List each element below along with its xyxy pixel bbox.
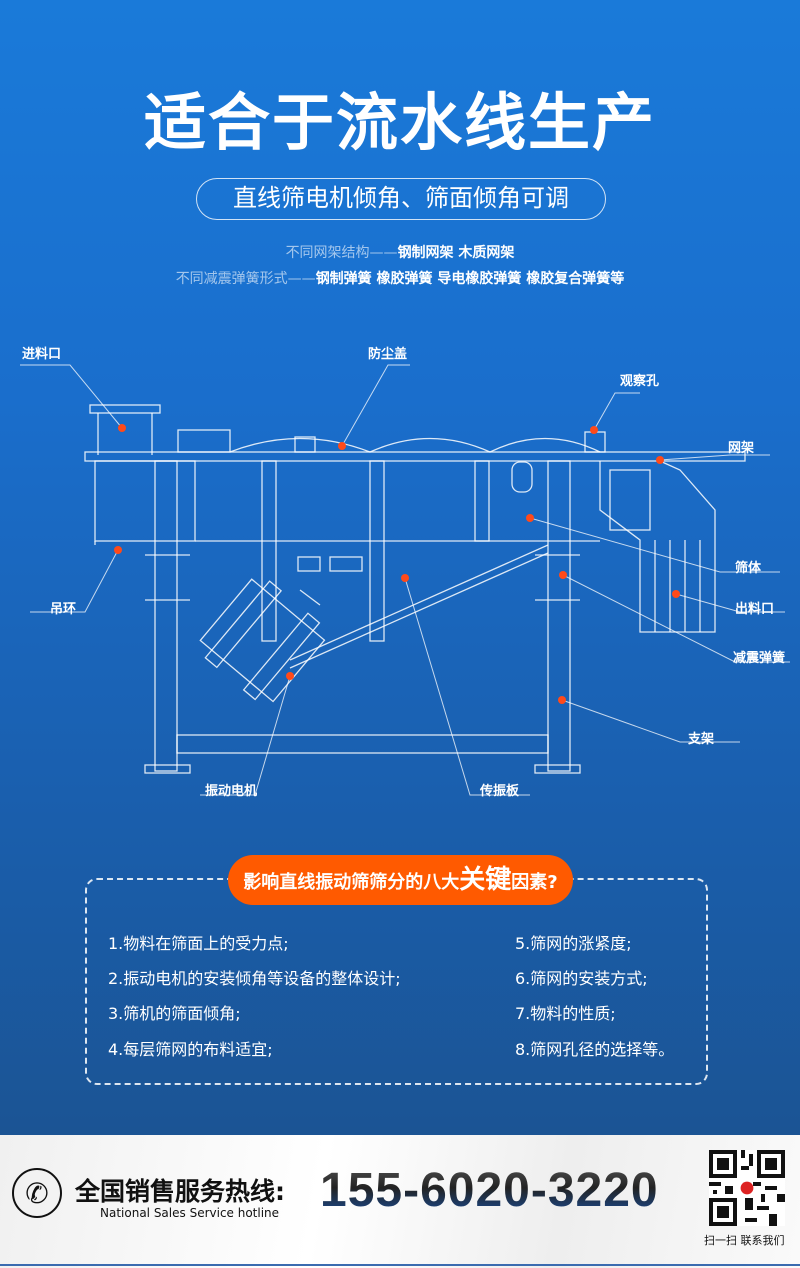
factors-title-pre: 影响直线振动筛筛分的八大 bbox=[243, 872, 460, 893]
qr-caption: 扫一扫 联系我们 bbox=[704, 1234, 785, 1247]
label-dust-cover: 防尘盖 bbox=[368, 347, 408, 362]
factors-title: 影响直线振动筛筛分的八大关键因素? bbox=[228, 855, 573, 905]
label-screen-body: 筛体 bbox=[735, 561, 762, 576]
footer-banner bbox=[0, 1135, 800, 1268]
label-outlet: 出料口 bbox=[735, 602, 775, 617]
label-support: 支架 bbox=[688, 732, 715, 747]
factor-item: 4.每层筛网的布料适宜; bbox=[108, 1040, 273, 1059]
frame-types-value: 钢制网架 木质网架 bbox=[397, 245, 515, 261]
phone-number[interactable]: 155-6020-3220 bbox=[320, 1164, 659, 1217]
hotline-label-en: National Sales Service hotline bbox=[100, 1206, 280, 1220]
spring-types-value: 钢制弹簧 橡胶弹簧 导电橡胶弹簧 橡胶复合弹簧等 bbox=[315, 271, 625, 287]
label-lifting-ring: 吊环 bbox=[50, 602, 77, 617]
factor-item: 8.筛网孔径的选择等。 bbox=[515, 1040, 675, 1059]
label-screen-frame: 网架 bbox=[728, 441, 755, 456]
machine-diagram bbox=[20, 364, 790, 796]
frame-types-label: 不同网架结构—— bbox=[285, 245, 398, 261]
divider bbox=[0, 1264, 800, 1266]
qr-code-icon[interactable] bbox=[709, 1150, 785, 1226]
spring-types-label: 不同减震弹簧形式—— bbox=[175, 271, 316, 287]
spring-types: 不同减震弹簧形式——钢制弹簧 橡胶弹簧 导电橡胶弹簧 橡胶复合弹簧等 bbox=[0, 268, 800, 288]
factor-item: 2.振动电机的安装倾角等设备的整体设计; bbox=[108, 969, 401, 988]
frame-types: 不同网架结构——钢制网架 木质网架 bbox=[0, 242, 800, 262]
label-inspection-hole: 观察孔 bbox=[620, 374, 660, 389]
page-title: 适合于流水线生产 bbox=[143, 86, 656, 159]
poster-background: 适合于流水线生产 直线筛电机倾角、筛面倾角可调 不同网架结构——钢制网架 木质网… bbox=[0, 0, 800, 1135]
label-vibration-plate: 传振板 bbox=[480, 784, 520, 799]
factors-title-key: 关键 bbox=[459, 865, 512, 895]
phone-icon: ✆ bbox=[12, 1168, 62, 1218]
factors-title-post: 因素? bbox=[511, 872, 558, 893]
hotline-label: 全国销售服务热线: bbox=[75, 1177, 285, 1206]
subtitle-pill: 直线筛电机倾角、筛面倾角可调 bbox=[196, 178, 606, 220]
factor-item: 6.筛网的安装方式; bbox=[515, 969, 648, 988]
label-inlet: 进料口 bbox=[22, 347, 62, 362]
label-vibration-motor: 振动电机 bbox=[205, 784, 258, 799]
factor-item: 3.筛机的筛面倾角; bbox=[108, 1004, 241, 1023]
factor-item: 7.物料的性质; bbox=[515, 1004, 616, 1023]
factor-item: 1.物料在筛面上的受力点; bbox=[108, 934, 289, 953]
factor-item: 5.筛网的涨紧度; bbox=[515, 934, 632, 953]
label-damping-spring: 减震弹簧 bbox=[733, 651, 786, 666]
